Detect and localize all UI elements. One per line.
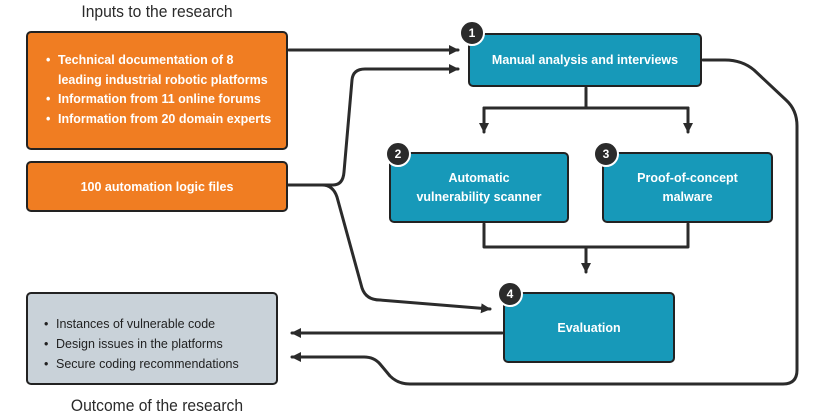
step3-label-line1: Proof-of-concept [637, 170, 738, 185]
arrow-step1-loop-to-outcome [290, 58, 799, 386]
outcome-heading: Outcome of the research [70, 396, 244, 415]
step1-number-badge: 1 [459, 20, 485, 46]
outcome-item: Design issues in the platforms [44, 334, 276, 354]
step2-label-line2: vulnerability scanner [416, 189, 542, 204]
step3-number-badge: 3 [593, 141, 619, 167]
inputs-heading: Inputs to the research [81, 2, 233, 21]
input-item: Information from 20 domain experts [46, 110, 286, 130]
step4-number-badge: 4 [497, 281, 523, 307]
input-item: Technical documentation of 8 [46, 51, 286, 71]
step1-label: Manual analysis and interviews [491, 53, 679, 67]
arrow-logic-to-step4 [287, 183, 492, 314]
outcome-item: Secure coding recommendations [44, 354, 276, 374]
input-item: Information from 11 online forums [46, 90, 286, 110]
step2-number-badge: 2 [385, 141, 411, 167]
step3-label-line2: malware [662, 189, 713, 204]
outcome-box: Instances of vulnerable code Design issu… [26, 292, 278, 385]
step4-label: Evaluation [557, 320, 621, 335]
outcome-item: Instances of vulnerable code [44, 314, 276, 334]
logic-files-box: 100 automation logic files [26, 161, 288, 212]
inputs-box: Technical documentation of 8 leading ind… [26, 31, 288, 150]
step3-box: Proof-of-concept malware [602, 152, 773, 223]
step2-box: Automatic vulnerability scanner [389, 152, 569, 223]
input-item-continued: leading industrial robotic platforms [58, 72, 268, 87]
step4-box: Evaluation [503, 292, 675, 363]
step1-box: Manual analysis and interviews [468, 33, 702, 87]
arrow-logic-to-step1 [287, 64, 460, 187]
step2-label-line1: Automatic [448, 170, 510, 185]
line-step2-down [482, 222, 690, 249]
logic-files-label: 100 automation logic files [80, 179, 234, 194]
